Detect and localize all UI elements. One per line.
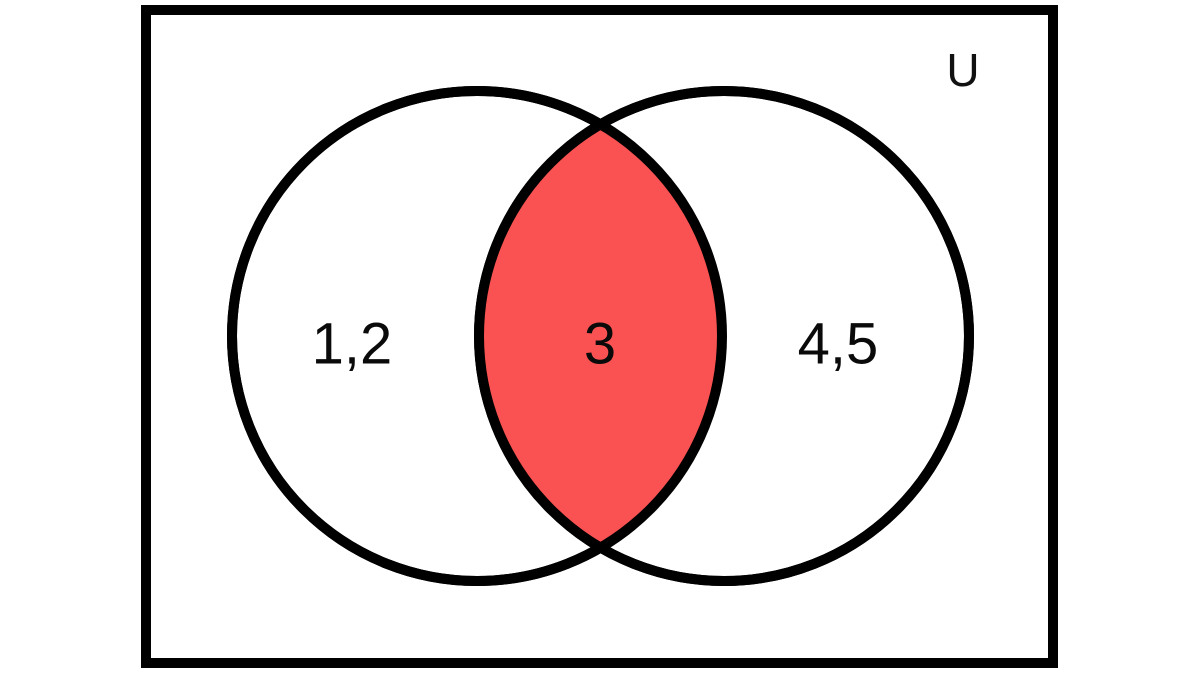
intersection-clip-group bbox=[479, 91, 969, 581]
left-set-circle-outline bbox=[227, 86, 727, 586]
left-region-label: 1,2 bbox=[312, 312, 393, 377]
right-set-circle-outline bbox=[474, 86, 974, 586]
intersection-lens[interactable] bbox=[479, 91, 969, 581]
universal-set-label: U bbox=[946, 44, 979, 96]
intersection-region-label: 3 bbox=[584, 312, 616, 377]
right-region-label: 4,5 bbox=[798, 312, 879, 377]
